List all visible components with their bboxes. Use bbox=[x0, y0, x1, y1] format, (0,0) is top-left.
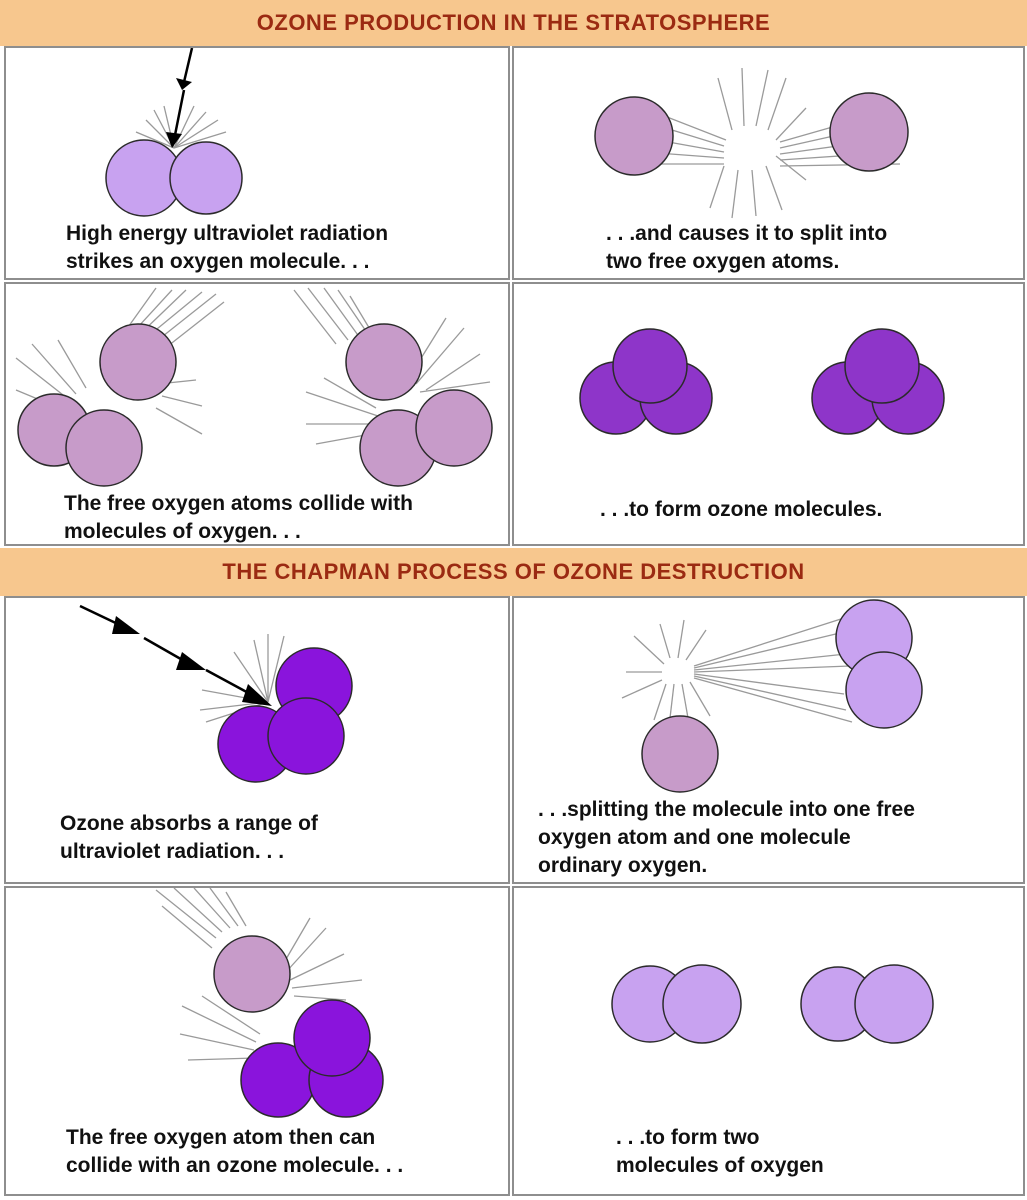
ozone-molecule bbox=[217, 647, 353, 783]
ozone-molecule bbox=[579, 328, 713, 435]
ozone-split-illustration bbox=[621, 599, 923, 793]
free-oxygen-atom bbox=[99, 323, 177, 401]
free-oxygen-atom bbox=[213, 935, 291, 1013]
destruction-banner: THE CHAPMAN PROCESS OF OZONE DESTRUCTION bbox=[0, 548, 1027, 596]
production-banner: OZONE PRODUCTION IN THE STRATOSPHERE bbox=[0, 0, 1027, 46]
oxygen-molecule bbox=[611, 964, 742, 1044]
uv-arrow bbox=[79, 604, 272, 706]
oxygen-atom bbox=[415, 389, 493, 467]
free-oxygen-atom bbox=[829, 92, 909, 172]
atoms-collide-illustration bbox=[15, 287, 493, 487]
oxygen-atom bbox=[845, 651, 923, 729]
oxygen-atom bbox=[65, 409, 143, 487]
panel-ozone-splits: . . .splitting the molecule into one fre… bbox=[512, 596, 1025, 884]
panel-ozone-formed: . . .to form ozone molecules. bbox=[512, 282, 1025, 546]
uv-arrow bbox=[166, 48, 194, 148]
motion-trails bbox=[155, 888, 363, 1061]
o2-split-illustration bbox=[594, 67, 909, 219]
caption-p4: . . .to form ozone molecules. bbox=[600, 498, 883, 521]
caption-p6: . . .splitting the molecule into one fre… bbox=[538, 798, 915, 877]
two-o2-formed-illustration bbox=[611, 964, 934, 1044]
ozone-molecule bbox=[240, 999, 384, 1118]
free-oxygen-atom bbox=[594, 96, 674, 176]
free-oxygen-atom bbox=[641, 715, 719, 793]
ozone-molecule bbox=[811, 328, 945, 435]
free-oxygen-atom bbox=[345, 323, 423, 401]
oxygen-molecule bbox=[800, 964, 934, 1044]
atom-collides-ozone-illustration bbox=[155, 888, 384, 1118]
ozone-formed-illustration bbox=[579, 328, 945, 435]
oxygen-atom bbox=[169, 141, 243, 215]
ozone-absorbs-uv-illustration bbox=[79, 604, 353, 783]
uv-strikes-o2-illustration bbox=[105, 48, 243, 217]
split-burst-rays bbox=[621, 617, 853, 723]
